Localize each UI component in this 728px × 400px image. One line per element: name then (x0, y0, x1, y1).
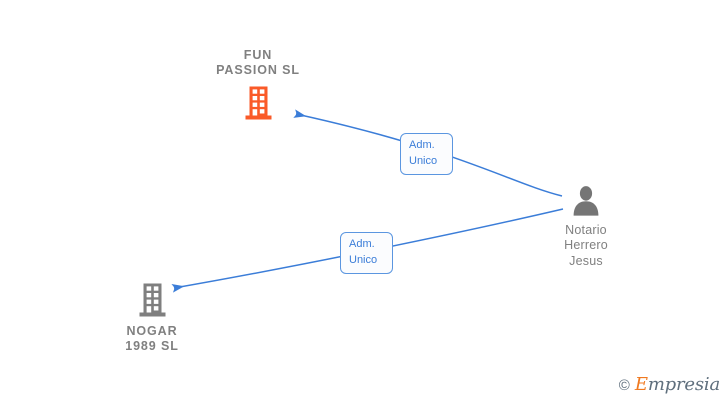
node-label-nogar-1989-sl: NOGAR 1989 SL (125, 324, 179, 354)
node-fun-passion-sl[interactable]: FUN PASSION SL (183, 48, 333, 120)
node-label-notario-herrero-jesus: Notario Herrero Jesus (564, 223, 608, 268)
edge-notario-to-fun-passion-line (293, 109, 563, 197)
empresia-logo: Empresia (635, 376, 720, 394)
edge-label-adm-unico-nogar[interactable]: Adm. Unico (340, 232, 393, 275)
copyright-icon: © (618, 376, 630, 394)
empresia-logo-text: mpresia (647, 374, 720, 395)
empresia-watermark: © Empresia (619, 376, 720, 394)
person-icon[interactable] (571, 185, 601, 216)
empresia-logo-initial: E (634, 374, 648, 395)
edge-label-adm-unico-fun-passion[interactable]: Adm. Unico (400, 133, 453, 176)
node-nogar-1989-sl[interactable]: NOGAR 1989 SL (77, 283, 227, 355)
node-notario-herrero-jesus[interactable]: Notario Herrero Jesus (511, 185, 661, 269)
building-icon[interactable] (139, 283, 166, 317)
node-label-fun-passion-sl: FUN PASSION SL (216, 48, 300, 78)
building-icon[interactable] (245, 86, 272, 120)
